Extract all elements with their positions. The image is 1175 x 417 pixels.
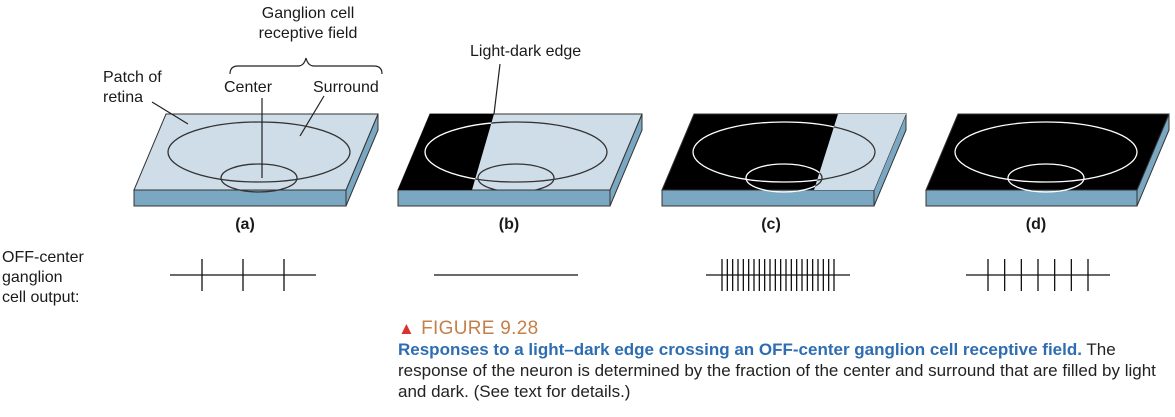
panel-label-b: (b) — [498, 216, 520, 233]
surround-label: Surround — [313, 79, 379, 96]
retina-patch-b — [397, 113, 643, 207]
figure-caption: ▲ FIGURE 9.28 Responses to a light–dark e… — [398, 318, 1168, 402]
retina-patch-a — [133, 113, 379, 207]
ganglion-rf-label: Ganglion cell receptive field — [238, 4, 378, 44]
off-center-line1: OFF-center — [2, 249, 84, 266]
center-label: Center — [224, 79, 273, 96]
panel-label-a: (a) — [235, 216, 255, 233]
off-center-output-label: OFF-center ganglion cell output: — [2, 248, 84, 308]
triangle-marker-icon: ▲ — [398, 319, 416, 338]
off-center-line2: ganglion — [2, 269, 63, 286]
ganglion-rf-line1: Ganglion cell — [261, 5, 355, 22]
patch-label: Patch of retina — [103, 68, 162, 108]
surround-pointer-line — [299, 95, 325, 137]
ganglion-rf-line2: receptive field — [258, 25, 358, 42]
caption-body-text: The response of the neuron is determined… — [398, 340, 1156, 401]
spike-trains — [170, 259, 1110, 291]
panel-label-d: (d) — [1025, 216, 1047, 233]
figure-number-text: FIGURE 9.28 — [421, 318, 539, 339]
patch-line2: retina — [103, 89, 144, 106]
receptive-field-bracket — [229, 57, 383, 75]
off-center-line3: cell output: — [2, 289, 80, 306]
patch-pointer-line — [151, 101, 189, 125]
retina-patch-d — [925, 113, 1170, 207]
panel-label-c: (c) — [761, 216, 781, 233]
edge-pointer-line — [493, 63, 501, 115]
caption-bold-text: Responses to a light–dark edge crossing … — [398, 340, 1082, 359]
light-dark-edge-label: Light-dark edge — [470, 43, 582, 60]
patch-line1: Patch of — [103, 69, 162, 86]
retina-patch-c — [661, 113, 907, 207]
figure-number: ▲ FIGURE 9.28 — [398, 318, 1168, 339]
